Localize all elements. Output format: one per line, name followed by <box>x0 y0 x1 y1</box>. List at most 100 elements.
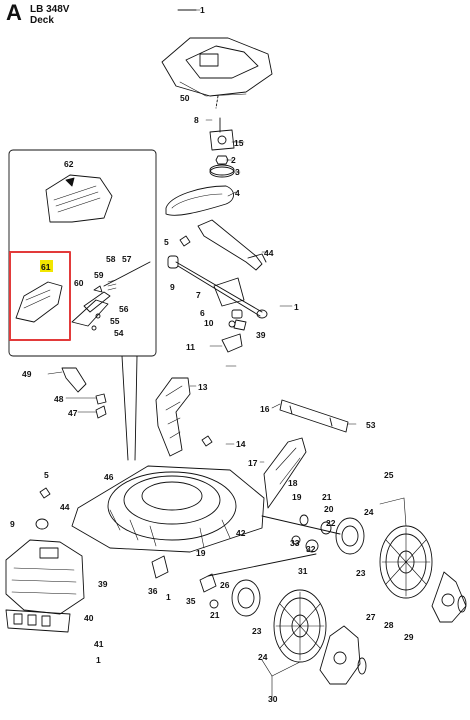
leader-lines <box>47 9 407 701</box>
callout-1-bottom: 1 <box>96 655 101 665</box>
part-48-washer <box>95 393 107 405</box>
callout-48: 48 <box>54 394 64 404</box>
callout-29: 29 <box>404 632 414 642</box>
callout-58: 58 <box>106 254 116 264</box>
part-49-plug <box>61 367 87 393</box>
callout-1-top: 1 <box>200 5 205 15</box>
callout-23-front: 23 <box>252 626 262 636</box>
callout-46: 46 <box>104 472 114 482</box>
callout-31: 31 <box>298 566 308 576</box>
callout-40: 40 <box>84 613 94 623</box>
callout-19-top: 19 <box>292 492 302 502</box>
callout-9-top: 9 <box>170 282 175 292</box>
part-15-switch-plate <box>209 117 235 151</box>
callout-62: 62 <box>64 159 74 169</box>
part-2-nut <box>215 155 229 165</box>
callout-1-mid: 1 <box>294 302 299 312</box>
part-4-belt <box>165 185 234 216</box>
callout-labels: 1 50 8 15 2 3 4 62 61 60 59 58 57 56 55 … <box>10 5 414 704</box>
callout-54: 54 <box>114 328 124 338</box>
part-5-clip-left <box>39 487 51 499</box>
callout-1-lower: 1 <box>166 592 171 602</box>
callout-20: 20 <box>324 504 334 514</box>
part-27-hubcap <box>431 571 467 623</box>
diagram-subtitle: Deck <box>30 15 54 26</box>
callout-55: 55 <box>110 316 120 326</box>
part-39-bracket <box>233 319 247 331</box>
part-14-clip <box>201 435 213 447</box>
part-35-bracket <box>199 573 217 593</box>
callout-50: 50 <box>180 93 190 103</box>
callout-35: 35 <box>186 596 196 606</box>
callout-44-top: 44 <box>264 248 274 258</box>
callout-15: 15 <box>234 138 244 148</box>
callout-47: 47 <box>68 408 78 418</box>
callout-21-low: 21 <box>210 610 220 620</box>
callout-53: 53 <box>366 420 376 430</box>
callout-7: 7 <box>196 290 201 300</box>
callout-24-rear: 24 <box>364 507 374 517</box>
callout-32: 32 <box>306 544 316 554</box>
part-10-screw <box>228 320 236 328</box>
part-6-bushing <box>231 309 243 319</box>
model-name: LB 348V <box>30 4 70 15</box>
callout-61-highlight <box>40 260 53 272</box>
callout-21-top: 21 <box>322 492 332 502</box>
part-29-front-cap <box>357 657 367 675</box>
part-46-deck <box>71 465 265 553</box>
part-29-cap <box>457 595 467 613</box>
part-26-front-wheel <box>273 589 327 663</box>
callout-44-left: 44 <box>60 502 70 512</box>
callout-22: 22 <box>326 518 336 528</box>
callout-27: 27 <box>366 612 376 622</box>
diagram-title: LB 348V Deck <box>30 4 69 26</box>
callout-6: 6 <box>200 308 205 318</box>
callout-59: 59 <box>94 270 104 280</box>
callout-4: 4 <box>235 188 240 198</box>
callout-26: 26 <box>220 580 230 590</box>
callout-39-top: 39 <box>256 330 266 340</box>
part-13-handle-bracket <box>155 377 191 457</box>
callout-8: 8 <box>194 115 199 125</box>
part-41-grille <box>5 609 71 633</box>
hinge-parts-54-60 <box>71 261 151 331</box>
part-28-front-hubcap <box>319 625 361 685</box>
callout-33: 33 <box>290 538 300 548</box>
callout-61: 61 <box>41 262 51 272</box>
callout-11: 11 <box>186 342 195 352</box>
part-61-grass-deflector <box>15 281 63 323</box>
callout-13: 13 <box>198 382 208 392</box>
callout-30: 30 <box>268 694 278 704</box>
callout-9-left: 9 <box>10 519 15 529</box>
part-44-lever-arm <box>197 219 267 271</box>
callout-24-front: 24 <box>258 652 268 662</box>
callout-2: 2 <box>231 155 236 165</box>
callout-16: 16 <box>260 404 270 414</box>
highlight-box-part-61 <box>9 251 71 341</box>
part-9-bushing-left <box>35 518 49 530</box>
part-31-front-axle <box>207 553 317 577</box>
callout-18: 18 <box>288 478 298 488</box>
section-letter: A <box>6 0 22 25</box>
callout-56: 56 <box>119 304 129 314</box>
part-62-rear-cover <box>45 174 113 223</box>
part-16-bar <box>279 399 349 433</box>
part-40-front-cover <box>5 539 85 615</box>
part-36-block <box>151 555 169 579</box>
callout-42: 42 <box>236 528 246 538</box>
part-23-wheel-hub-front <box>231 579 261 617</box>
callout-3: 3 <box>235 167 240 177</box>
callout-19-mid: 19 <box>196 548 206 558</box>
part-25-rear-wheel <box>379 525 433 599</box>
part-17-side-bracket <box>263 437 307 509</box>
part-23-wheel-hub-rear <box>335 517 365 555</box>
callout-5-top: 5 <box>164 237 169 247</box>
part-3-pulley <box>209 164 235 178</box>
part-11-bracket <box>221 333 243 353</box>
part-21-bolt <box>209 599 219 609</box>
part-50-top-cover <box>161 37 273 109</box>
callout-49: 49 <box>22 369 32 379</box>
callout-57: 57 <box>122 254 132 264</box>
callout-10: 10 <box>204 318 214 328</box>
